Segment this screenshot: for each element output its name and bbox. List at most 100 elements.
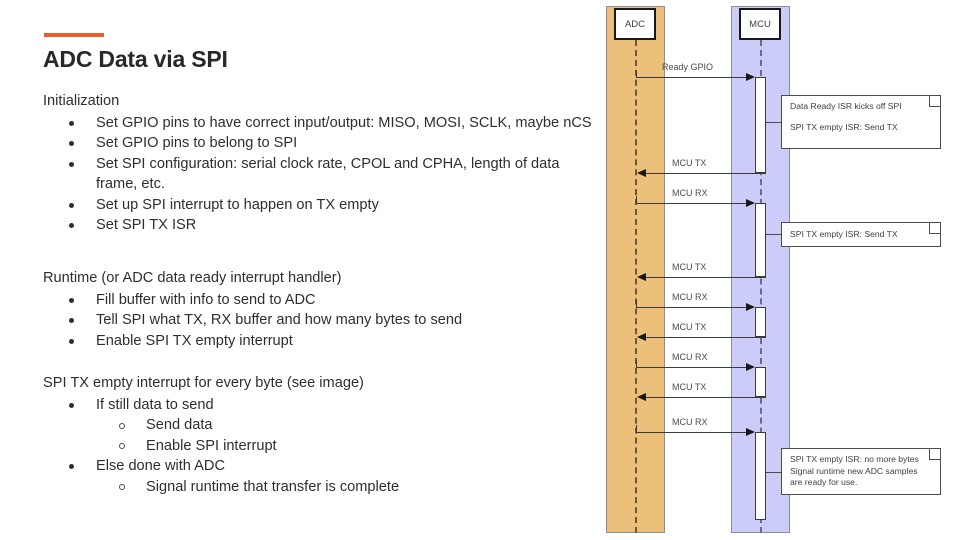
note-fold-corner-icon — [929, 448, 941, 460]
title-accent-rule — [44, 33, 104, 37]
bullet-dot-icon — [69, 223, 74, 228]
actor-label-adc: ADC — [624, 18, 646, 30]
list-item-label: Fill buffer with info to send to ADC — [96, 291, 316, 308]
message-line — [636, 432, 746, 433]
message-label: MCU RX — [672, 188, 708, 198]
message-line — [636, 203, 746, 204]
list-item-label: Set up SPI interrupt to happen on TX emp… — [96, 196, 379, 213]
bullet-dot-icon — [69, 202, 74, 208]
message-label: MCU RX — [672, 292, 708, 302]
arrowhead-right-icon — [746, 362, 755, 371]
actor-box-mcu: MCU — [739, 8, 781, 40]
arrowhead-left-icon — [637, 392, 646, 401]
message-origin-stub — [765, 166, 766, 174]
note-line: SPI TX empty ISR: Send TX — [790, 228, 898, 239]
sub-bullet-list: Send data Enable SPI interrupt — [96, 415, 595, 456]
section-initialization: Initialization Set GPIO pins to have cor… — [43, 91, 595, 236]
message-label: MCU RX — [672, 417, 708, 427]
actor-label-mcu: MCU — [749, 18, 771, 30]
message-line — [646, 397, 766, 398]
list-item-label: Set GPIO pins to have correct input/outp… — [96, 114, 592, 131]
bullet-dot-icon — [69, 318, 74, 323]
note-callout: SPI TX empty ISR: Send TX — [781, 222, 941, 247]
message-origin-stub — [636, 425, 637, 433]
activation-bar — [755, 77, 766, 173]
list-item-label: Set GPIO pins to belong to SPI — [96, 135, 298, 151]
message-origin-stub — [636, 196, 637, 204]
sub-list-item: Signal runtime that transfer is complete — [96, 477, 595, 498]
list-item-label: Tell SPI what TX, RX buffer and how many… — [96, 312, 463, 328]
message-label: MCU TX — [672, 382, 707, 392]
list-item-label: Else done with ADC — [96, 458, 225, 474]
bullet-ring-icon — [119, 484, 125, 490]
message-label: MCU TX — [672, 262, 707, 272]
lifeline-mcu — [760, 40, 762, 533]
arrowhead-right-icon — [746, 302, 755, 311]
list-item: If still data to send Send data Enable S… — [43, 395, 595, 457]
note-connector — [766, 234, 781, 235]
page-title: ADC Data via SPI — [43, 46, 228, 72]
list-item: Fill buffer with info to send to ADC — [43, 290, 595, 311]
arrowhead-left-icon — [637, 168, 646, 177]
bullet-dot-icon — [69, 402, 74, 408]
note-callout: SPI TX empty ISR: no more bytes Signal r… — [781, 448, 941, 495]
message-line — [636, 367, 746, 368]
message-origin-stub — [636, 300, 637, 308]
message-origin-stub — [765, 270, 766, 278]
arrowhead-left-icon — [637, 272, 646, 281]
message-origin-stub — [636, 360, 637, 368]
sequence-diagram: ADC MCU Ready GPIO MCU TX MCU RX MCU TX … — [600, 0, 960, 540]
bullet-ring-icon — [119, 422, 125, 429]
message-origin-stub — [636, 70, 637, 78]
list-item: Enable SPI TX empty interrupt — [43, 331, 595, 352]
activation-bar — [755, 432, 766, 520]
note-connector — [766, 472, 781, 473]
section-spi-tx-empty-interrupt: SPI TX empty interrupt for every byte (s… — [43, 373, 595, 497]
arrowhead-right-icon — [746, 427, 755, 436]
bullet-dot-icon — [69, 161, 74, 167]
activation-bar — [755, 367, 766, 397]
message-label: MCU TX — [672, 322, 707, 332]
message-label: MCU TX — [672, 158, 707, 168]
sub-list-item: Send data — [96, 415, 595, 436]
arrowhead-left-icon — [637, 332, 646, 341]
sub-list-item: Enable SPI interrupt — [96, 436, 595, 457]
sub-list-item-label: Signal runtime that transfer is complete — [146, 478, 400, 495]
note-fold-corner-icon — [929, 222, 941, 234]
message-label: MCU RX — [672, 352, 708, 362]
section-runtime: Runtime (or ADC data ready interrupt han… — [43, 268, 595, 351]
slide-text-column: ADC Data via SPI Initialization Set GPIO… — [43, 33, 595, 497]
bullet-dot-icon — [69, 120, 74, 126]
note-connector — [766, 122, 781, 123]
bullet-dot-icon — [69, 297, 74, 303]
lifeline-adc — [635, 40, 637, 533]
list-item: Set SPI TX ISR — [43, 215, 595, 236]
message-line — [636, 307, 746, 308]
arrowhead-right-icon — [746, 198, 755, 207]
list-item: Set up SPI interrupt to happen on TX emp… — [43, 195, 595, 216]
bullet-dot-icon — [69, 338, 74, 344]
bullet-dot-icon — [69, 464, 74, 469]
list-item-label: Enable SPI TX empty interrupt — [96, 332, 293, 349]
list-item-label: Set SPI configuration: serial clock rate… — [96, 155, 560, 193]
activation-bar — [755, 307, 766, 337]
sub-list-item-label: Send data — [146, 417, 213, 433]
list-item: Tell SPI what TX, RX buffer and how many… — [43, 310, 595, 331]
note-line: are ready for use. — [790, 477, 858, 487]
sub-list-item-label: Enable SPI interrupt — [146, 437, 277, 454]
bullet-list-isr: If still data to send Send data Enable S… — [43, 395, 595, 498]
section-heading: Runtime (or ADC data ready interrupt han… — [43, 270, 342, 286]
bullet-dot-icon — [69, 141, 74, 146]
bullet-list-initialization: Set GPIO pins to have correct input/outp… — [43, 113, 595, 236]
message-line — [646, 337, 766, 338]
activation-bar — [755, 203, 766, 277]
note-line: SPI TX empty ISR: no more bytes — [790, 454, 919, 464]
sub-bullet-list: Signal runtime that transfer is complete — [96, 477, 595, 498]
message-line — [646, 173, 766, 174]
list-item: Set GPIO pins to have correct input/outp… — [43, 113, 595, 134]
arrowhead-right-icon — [746, 72, 755, 81]
bullet-ring-icon — [119, 443, 125, 449]
message-line — [636, 77, 746, 78]
list-item-label: Set SPI TX ISR — [96, 217, 197, 233]
list-item: Set GPIO pins to belong to SPI — [43, 133, 595, 154]
